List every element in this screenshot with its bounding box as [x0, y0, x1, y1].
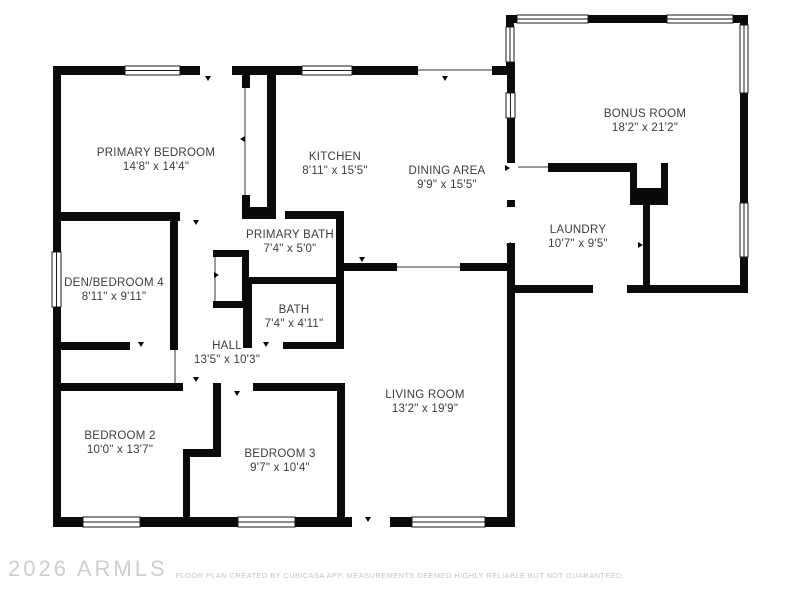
room-dimensions: 14'8" x 14'4": [122, 161, 190, 173]
room-name: BONUS ROOM: [603, 108, 687, 120]
room-name: LAUNDRY: [549, 224, 607, 236]
room-name: BEDROOM 2: [84, 430, 156, 442]
room-label-hall: HALL 13'5" x 10'3": [194, 339, 260, 367]
room-dimensions: 18'2" x 21'2": [611, 122, 679, 134]
room-dimensions: 9'9" x 15'5": [417, 179, 477, 191]
room-dimensions: 9'7" x 10'4": [250, 462, 310, 474]
room-name: LIVING ROOM: [385, 389, 465, 401]
room-name: PRIMARY BEDROOM: [96, 147, 216, 159]
room-label-bath: BATH 7'4" x 4'11": [265, 303, 324, 331]
room-dimensions: 7'4" x 4'11": [264, 318, 324, 330]
walls: [53, 15, 748, 527]
room-dimensions: 8'11" x 9'11": [81, 291, 147, 303]
room-label-bedroom-2: BEDROOM 2 10'0" x 13'7": [84, 429, 155, 457]
room-name: DEN/BEDROOM 4: [64, 277, 164, 289]
room-dimensions: 13'5" x 10'3": [193, 354, 261, 366]
room-label-living-room: LIVING ROOM 13'2" x 19'9": [385, 388, 464, 416]
room-dimensions: 10'7" x 9'5": [548, 238, 608, 250]
room-name: HALL: [212, 340, 242, 352]
armls-watermark: 2026 ARMLS: [8, 556, 168, 581]
room-name: PRIMARY BATH: [246, 229, 334, 241]
room-name: DINING AREA: [408, 165, 486, 177]
room-label-dining-area: DINING AREA 9'9" x 15'5": [409, 164, 486, 192]
room-label-primary-bedroom: PRIMARY BEDROOM 14'8" x 14'4": [97, 146, 215, 174]
room-name: BATH: [278, 304, 310, 316]
room-label-laundry: LAUNDRY 10'7" x 9'5": [548, 223, 608, 251]
room-name: KITCHEN: [308, 151, 362, 163]
room-label-primary-bath: PRIMARY BATH 7'4" x 5'0": [246, 228, 334, 256]
opening-lines: [174, 69, 548, 383]
door-ticks: [138, 76, 704, 522]
room-name: BEDROOM 3: [244, 448, 316, 460]
disclaimer-footer: FLOOR PLAN CREATED BY CUBICASA APP. MEAS…: [175, 571, 625, 580]
room-label-bonus-room: BONUS ROOM 18'2" x 21'2": [604, 107, 686, 135]
room-dimensions: 8'11" x 15'5": [302, 165, 368, 177]
room-label-den-bedroom-4: DEN/BEDROOM 4 8'11" x 9'11": [64, 276, 164, 304]
room-label-bedroom-3: BEDROOM 3 9'7" x 10'4": [244, 447, 315, 475]
room-label-kitchen: KITCHEN 8'11" x 15'5": [302, 150, 367, 178]
room-dimensions: 10'0" x 13'7": [86, 444, 154, 456]
room-dimensions: 13'2" x 19'9": [391, 403, 459, 415]
room-dimensions: 7'4" x 5'0": [263, 243, 317, 255]
window-symbols: [51, 14, 749, 528]
